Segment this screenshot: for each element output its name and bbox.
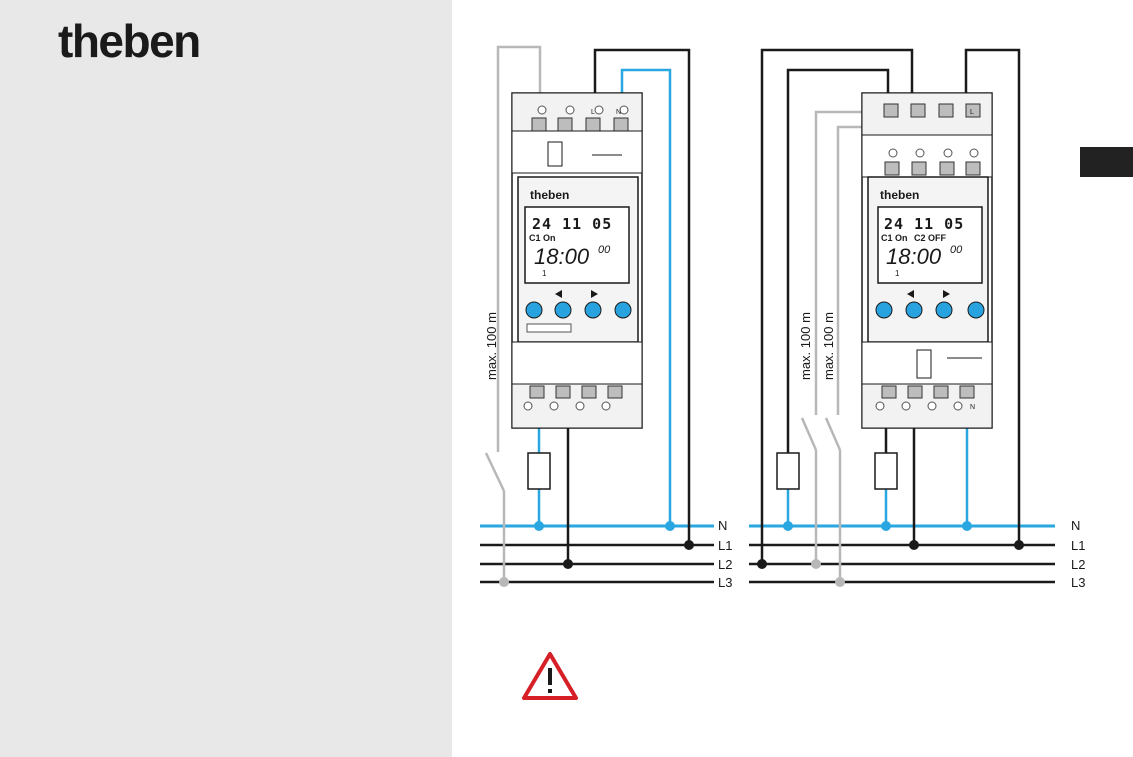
right-lcd-time: 18:00 [886, 244, 942, 269]
left-lcd-seconds: 00 [598, 244, 611, 256]
left-junction-l2 [563, 559, 573, 569]
left-switch-blade [486, 453, 504, 491]
right-button-4[interactable] [968, 302, 984, 318]
left-device-brand: theben [530, 188, 569, 202]
left-lcd-date: 24 11 05 [532, 215, 612, 233]
right-button-2[interactable] [906, 302, 922, 318]
right-junction-n2 [881, 521, 891, 531]
bus-label-l1-2: L1 [1071, 538, 1085, 553]
left-terminal-label-n: N [616, 109, 621, 116]
right-lcd-channel2: C2 OFF [914, 233, 947, 243]
left-lcd-channel: C1 On [529, 233, 556, 243]
right-button-1[interactable] [876, 302, 892, 318]
bus-label-l2: L2 [718, 557, 732, 572]
right-device-brand: theben [880, 188, 919, 202]
right-junction-l2b [811, 559, 821, 569]
brand-logo: theben [58, 14, 200, 68]
left-button-3[interactable] [585, 302, 601, 318]
right-junction-n1 [783, 521, 793, 531]
right-lcd-date: 24 11 05 [884, 215, 964, 233]
right-switch-blade-2 [826, 418, 840, 450]
right-switch-blade-1 [802, 418, 816, 450]
bus-label-l2-2: L2 [1071, 557, 1085, 572]
left-junction-n1 [534, 521, 544, 531]
right-junction-l1a [909, 540, 919, 550]
left-junction-l1 [684, 540, 694, 550]
left-distance-label: max. 100 m [484, 312, 499, 380]
left-button-1[interactable] [526, 302, 542, 318]
left-lcd-day: 1 [542, 269, 547, 278]
right-terminal-label-l: L [970, 109, 974, 116]
wiring-diagram: N L1 L2 L3 N L1 L2 L3 max. 100 m [452, 0, 1133, 757]
right-distance-label-2: max. 100 m [821, 312, 836, 380]
right-load-1 [777, 453, 799, 489]
bus-lines [480, 526, 1055, 582]
right-button-3[interactable] [936, 302, 952, 318]
right-junction-n3 [962, 521, 972, 531]
left-junction-n2 [665, 521, 675, 531]
right-device: L theben 24 11 05 C1 On C2 OFF 18:00 00 … [862, 93, 992, 428]
left-panel [0, 0, 452, 757]
right-junction-l3 [835, 577, 845, 587]
left-junction-l3 [499, 577, 509, 587]
right-junction-l2a [757, 559, 767, 569]
right-lcd-seconds: 00 [950, 244, 963, 256]
right-distance-label-1: max. 100 m [798, 312, 813, 380]
warning-triangle-icon [524, 654, 576, 698]
bus-label-n-2: N [1071, 518, 1080, 533]
left-terminal-label-l: L [591, 109, 595, 116]
bus-label-n: N [718, 518, 727, 533]
left-device: L N theben 24 11 05 C1 On 18:00 00 1 [512, 93, 642, 428]
bus-label-l1: L1 [718, 538, 732, 553]
bus-label-l3-2: L3 [1071, 575, 1085, 590]
right-junction-l1b [1014, 540, 1024, 550]
left-button-4[interactable] [615, 302, 631, 318]
bus-label-l3: L3 [718, 575, 732, 590]
left-button-2[interactable] [555, 302, 571, 318]
left-load [528, 453, 550, 489]
left-lcd-time: 18:00 [534, 244, 590, 269]
right-lcd-channel: C1 On [881, 233, 908, 243]
right-lcd-day: 1 [895, 269, 900, 278]
right-load-2 [875, 453, 897, 489]
right-terminal-label-n: N [970, 404, 975, 411]
